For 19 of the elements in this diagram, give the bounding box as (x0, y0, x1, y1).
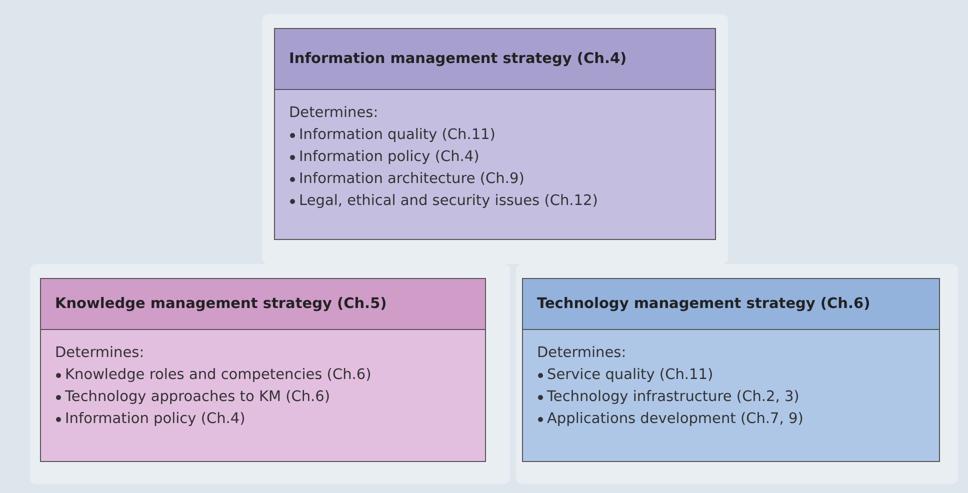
strategy-box (522, 278, 940, 462)
intro-text: Determines: (537, 344, 628, 363)
strategy-box (40, 278, 486, 462)
bullet-item: Applications development (Ch.7, 9) (537, 408, 925, 430)
bullet-item: Information policy (Ch.4) (55, 408, 471, 430)
strategy-box (274, 28, 716, 240)
bullet-item: Knowledge roles and competencies (Ch.6) (55, 364, 471, 386)
intro-text: Determines: (289, 104, 380, 123)
intro-text: Determines: (55, 344, 146, 363)
bullet-item: Information quality (Ch.11) (289, 124, 701, 146)
bullet-item: Technology approaches to KM (Ch.6) (55, 386, 471, 408)
bullet-item: Legal, ethical and security issues (Ch.12) (289, 190, 701, 212)
bullet-item: Technology infrastructure (Ch.2, 3) (537, 386, 925, 408)
bullet-item: Service quality (Ch.11) (537, 364, 925, 386)
bullet-item: Information policy (Ch.4) (289, 146, 701, 168)
box-heading: Information management strategy (Ch.4) (275, 29, 715, 90)
box-heading: Technology management strategy (Ch.6) (523, 279, 939, 330)
box-heading: Knowledge management strategy (Ch.5) (41, 279, 485, 330)
bullet-item: Information architecture (Ch.9) (289, 168, 701, 190)
